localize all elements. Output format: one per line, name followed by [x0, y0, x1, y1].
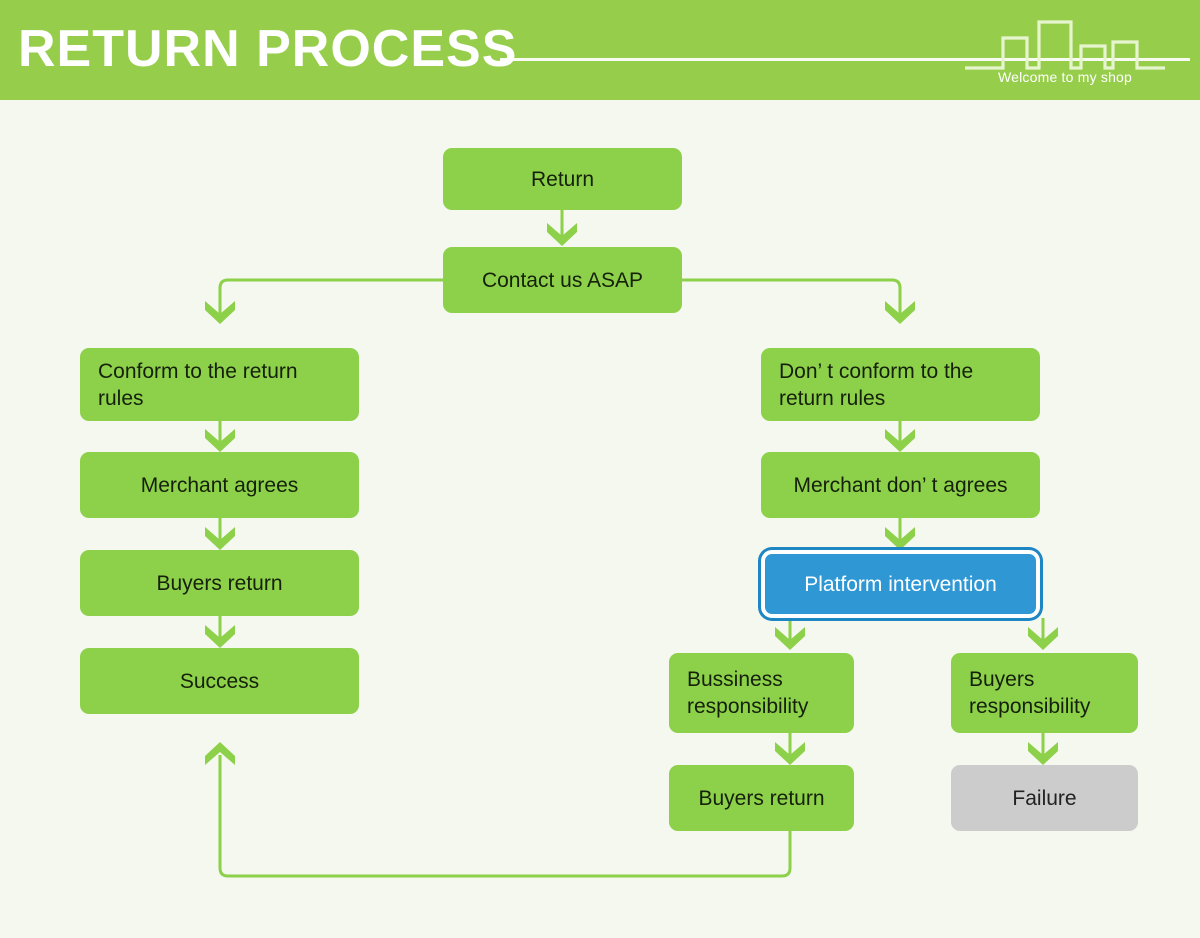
node-label: Don’ t conform to the return rules — [779, 359, 974, 410]
node-buyers-return-left[interactable]: Buyers return — [80, 550, 359, 616]
page-header: RETURN PROCESS Welcome to my shop — [0, 0, 1200, 100]
node-label: Merchant don’ t agrees — [793, 473, 1008, 497]
node-return[interactable]: Return — [443, 148, 682, 210]
edge-contact-notconform — [678, 278, 902, 320]
node-label: Buyers return — [698, 786, 825, 810]
node-dont-conform-to-return-rules[interactable]: Don’ t conform to the return rules — [761, 348, 1040, 421]
node-label: Platform intervention — [804, 572, 997, 596]
edge-loopback-success — [218, 755, 792, 878]
node-label: Merchant agrees — [140, 473, 299, 497]
node-label: Buyers responsibility — [969, 668, 1091, 718]
node-buyers-responsibility[interactable]: Buyers responsibility — [951, 653, 1138, 733]
edge-contact-conform — [218, 278, 446, 320]
flow-canvas: Return Contact us ASAP Conform to the re… — [0, 100, 1200, 938]
flow-connectors — [205, 210, 1058, 878]
node-platform-intervention[interactable]: Platform intervention — [761, 550, 1040, 618]
node-success[interactable]: Success — [80, 648, 359, 714]
node-merchant-dont-agrees[interactable]: Merchant don’ t agrees — [761, 452, 1040, 518]
node-merchant-agrees[interactable]: Merchant agrees — [80, 452, 359, 518]
node-label: Buyers return — [156, 571, 283, 595]
node-bussiness-responsibility[interactable]: Bussiness responsibility — [669, 653, 854, 733]
node-buyers-return-right[interactable]: Buyers return — [669, 765, 854, 831]
node-label: Bussiness responsibility — [687, 668, 809, 718]
node-label: Conform to the return rules — [98, 359, 298, 410]
node-label: Return — [530, 167, 595, 191]
node-label: Success — [179, 669, 260, 693]
node-contact-us-asap[interactable]: Contact us ASAP — [443, 247, 682, 313]
city-skyline-icon — [965, 16, 1165, 96]
shop-tagline: Welcome to my shop — [997, 69, 1133, 85]
node-conform-to-return-rules[interactable]: Conform to the return rules — [80, 348, 359, 421]
page-title: RETURN PROCESS — [18, 20, 518, 78]
node-label: Failure — [1012, 786, 1077, 810]
title-divider — [500, 58, 1190, 61]
node-failure[interactable]: Failure — [951, 765, 1138, 831]
node-label: Contact us ASAP — [481, 268, 644, 292]
